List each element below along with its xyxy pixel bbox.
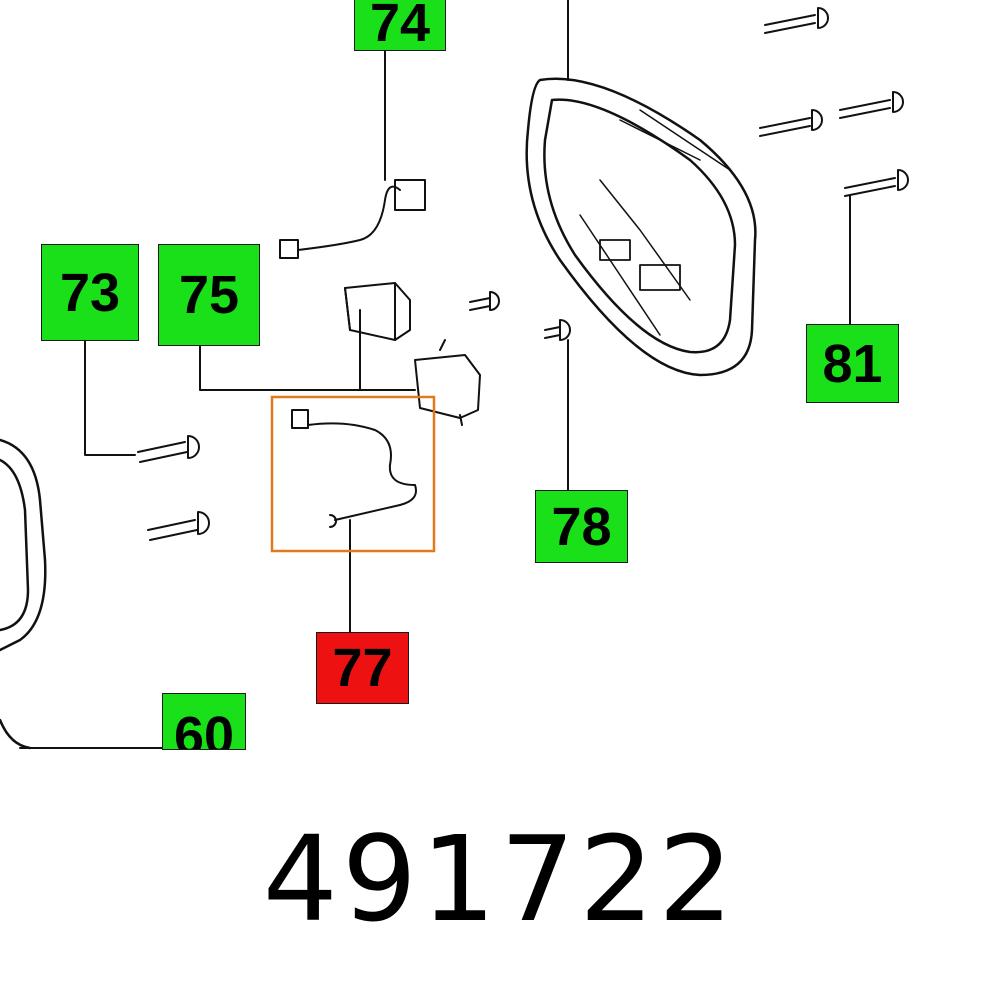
callout-label: 81 bbox=[822, 333, 883, 394]
motor-housing-60 bbox=[0, 438, 47, 750]
callout-label: 73 bbox=[59, 262, 121, 323]
cable-part-77 bbox=[291, 409, 417, 528]
callout-label: 77 bbox=[332, 638, 393, 698]
part-number: 491722 bbox=[262, 810, 738, 948]
callout-77[interactable]: 77 bbox=[316, 632, 409, 704]
small-screws-78 bbox=[469, 291, 571, 341]
callout-label: 78 bbox=[551, 496, 612, 557]
leader-line-73 bbox=[84, 339, 136, 456]
callout-73[interactable]: 73 bbox=[41, 244, 139, 341]
switch-part-75 bbox=[344, 282, 481, 426]
screw-group-81 bbox=[759, 7, 909, 197]
callout-60[interactable]: 60 bbox=[162, 693, 246, 750]
bolts-73 bbox=[137, 435, 210, 541]
callout-75[interactable]: 75 bbox=[158, 244, 260, 346]
callout-label: 60 bbox=[173, 706, 235, 750]
housing-cover bbox=[525, 77, 757, 377]
callout-label: 74 bbox=[369, 0, 431, 53]
cable-part-74 bbox=[279, 179, 426, 259]
callout-74[interactable]: 74 bbox=[354, 0, 446, 51]
callout-label: 75 bbox=[178, 265, 240, 325]
callout-81[interactable]: 81 bbox=[806, 324, 899, 403]
selected-part-highlight bbox=[270, 395, 436, 553]
callout-78[interactable]: 78 bbox=[535, 490, 628, 563]
leader-line-75 bbox=[199, 309, 416, 391]
